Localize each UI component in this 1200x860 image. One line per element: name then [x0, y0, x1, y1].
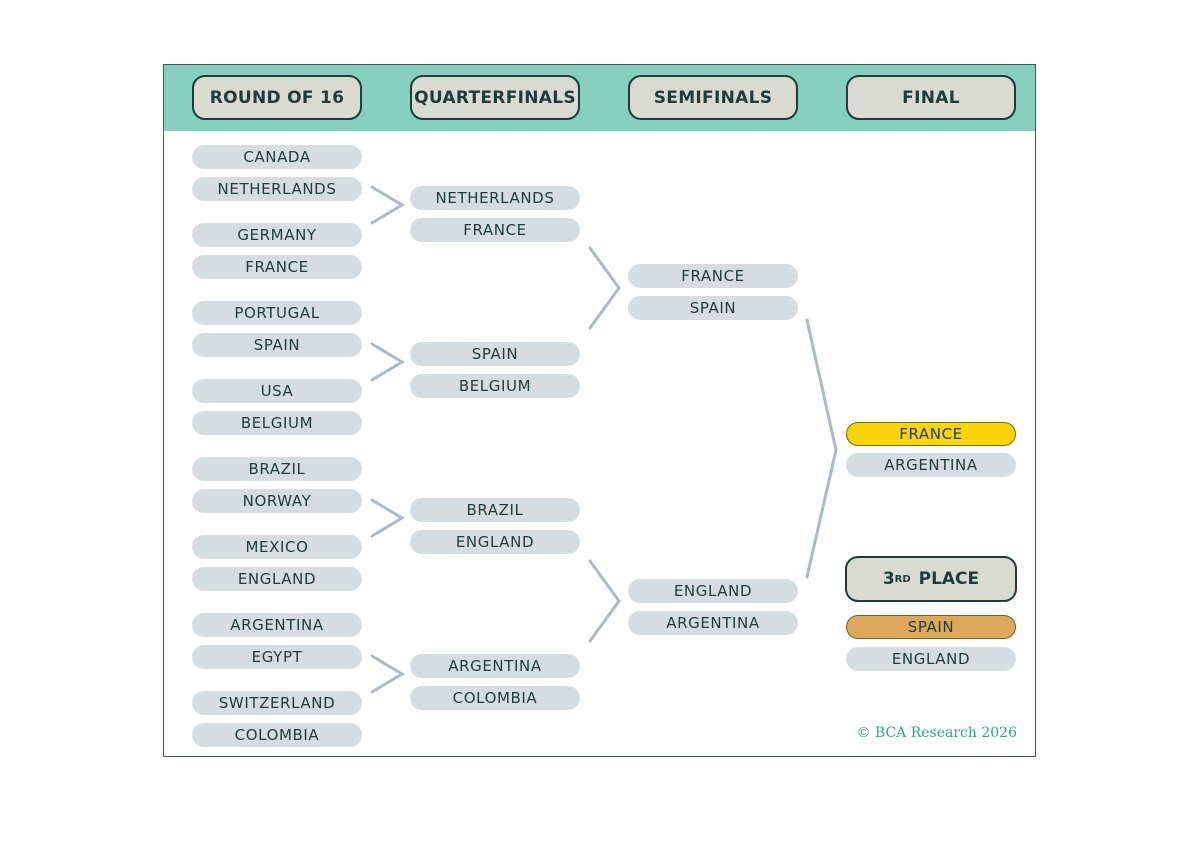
r16-team: GERMANY [192, 223, 362, 247]
final-header: FINAL [846, 75, 1016, 120]
quarterfinals-header: QUARTERFINALS [410, 75, 580, 120]
r16-team: USA [192, 379, 362, 403]
r16-to-qf-connector [370, 498, 405, 538]
r16-team: BELGIUM [192, 410, 362, 435]
qf-team: BELGIUM [410, 373, 580, 398]
r16-team: NORWAY [192, 488, 362, 513]
qf-to-sf-connector [588, 246, 621, 330]
r16-team: SWITZERLAND [192, 691, 362, 715]
qf-team: COLOMBIA [410, 685, 580, 710]
semifinals-header: SEMIFINALS [628, 75, 798, 120]
r16-team: ENGLAND [192, 566, 362, 591]
third-place-label: PLACE [918, 569, 980, 589]
r16-team: PORTUGAL [192, 301, 362, 325]
qf-team: ENGLAND [410, 529, 580, 554]
qf-to-sf-connector [588, 559, 621, 643]
credit-text: © BCA Research 2026 [856, 725, 1017, 741]
qf-team: FRANCE [410, 217, 580, 242]
bracket-connectors [370, 185, 838, 694]
r16-team: FRANCE [192, 254, 362, 279]
bracket-frame: ROUND OF 16 QUARTERFINALS SEMIFINALS FIN… [163, 64, 1036, 757]
sf-team: SPAIN [628, 295, 798, 320]
r16-team: ARGENTINA [192, 613, 362, 637]
r16-to-qf-connector [370, 185, 405, 225]
final-runner-up: ARGENTINA [846, 453, 1016, 477]
final-winner: FRANCE [846, 422, 1016, 446]
qf-team: BRAZIL [410, 498, 580, 522]
r16-team: MEXICO [192, 535, 362, 559]
r16-team: COLOMBIA [192, 722, 362, 747]
round-of-16-header: ROUND OF 16 [192, 75, 362, 120]
r16-team: CANADA [192, 145, 362, 169]
qf-team: SPAIN [410, 342, 580, 366]
r16-team: NETHERLANDS [192, 176, 362, 201]
qf-team: NETHERLANDS [410, 186, 580, 210]
third-place-winner: SPAIN [846, 615, 1016, 639]
r16-team: EGYPT [192, 644, 362, 669]
third-place-num: 3 [882, 569, 895, 589]
r16-team: BRAZIL [192, 457, 362, 481]
sf-team: ENGLAND [628, 579, 798, 603]
sf-team: FRANCE [628, 264, 798, 288]
r16-to-qf-connector [370, 654, 405, 694]
third-place-suffix: RD [894, 573, 911, 585]
qf-team: ARGENTINA [410, 654, 580, 678]
r16-to-qf-connector [370, 342, 405, 382]
third-place-loser: ENGLAND [846, 647, 1016, 671]
sf-to-final-connector [805, 318, 838, 579]
sf-team: ARGENTINA [628, 610, 798, 635]
r16-team: SPAIN [192, 332, 362, 357]
